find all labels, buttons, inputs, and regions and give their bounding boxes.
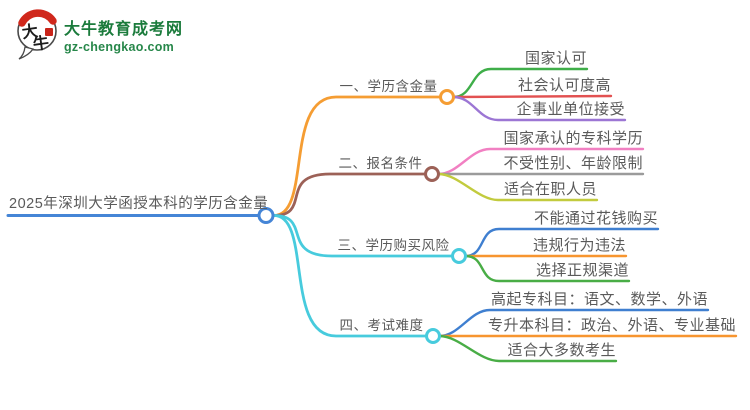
branch-connector — [272, 214, 454, 258]
child-connector — [438, 334, 618, 363]
child-label: 专升本科目：政治、外语、专业基础 — [487, 316, 736, 334]
site-logo: 大 牛 大牛教育成考网 gz-chengkao.com — [16, 8, 183, 60]
child-label: 适合在职人员 — [503, 180, 597, 198]
child-label: 国家承认的专科学历 — [503, 129, 643, 147]
child-label: 适合大多数考生 — [507, 341, 616, 359]
child-connector — [452, 94, 613, 99]
root-node-circle[interactable] — [257, 207, 275, 224]
branch-label-1: 一、学历含金量 — [339, 79, 438, 95]
child-label: 选择正规渠道 — [535, 261, 629, 279]
logo-subtitle: gz-chengkao.com — [64, 39, 175, 54]
logo-title: 大牛教育成考网 — [64, 20, 184, 38]
child-label: 不受性别、年龄限制 — [503, 154, 643, 172]
branch-label-4: 四、考试难度 — [339, 318, 424, 334]
child-label: 高起专科目：语文、数学、外语 — [490, 290, 708, 308]
child-label: 国家认可 — [524, 49, 587, 67]
branch-connector — [272, 214, 428, 338]
branch-node-circle-4[interactable] — [425, 328, 441, 344]
branch-label-3: 三、学历购买风险 — [337, 238, 450, 254]
child-label: 不能通过花钱购买 — [533, 209, 658, 227]
child-connector — [437, 172, 599, 202]
branch-label-2: 二、报名条件 — [338, 156, 423, 172]
mindmap-root-label: 2025年深圳大学函授本科的学历含金量 — [9, 196, 269, 213]
child-connector — [464, 254, 631, 283]
child-label: 企事业单位接受 — [516, 100, 625, 118]
logo-bull-icon: 大 牛 — [17, 9, 57, 60]
branch-connector — [272, 172, 427, 217]
branch-node-circle-2[interactable] — [424, 166, 440, 182]
svg-text:牛: 牛 — [32, 33, 51, 54]
branch-connector — [272, 95, 442, 217]
logo-text-block: 大牛教育成考网 gz-chengkao.com — [64, 15, 183, 54]
branch-node-circle-3[interactable] — [451, 248, 467, 264]
child-label: 违规行为违法 — [532, 236, 626, 254]
child-connector — [452, 95, 627, 122]
svg-text:大: 大 — [21, 21, 40, 42]
child-label: 社会认可度高 — [517, 76, 611, 94]
branch-node-circle-1[interactable] — [439, 89, 455, 105]
